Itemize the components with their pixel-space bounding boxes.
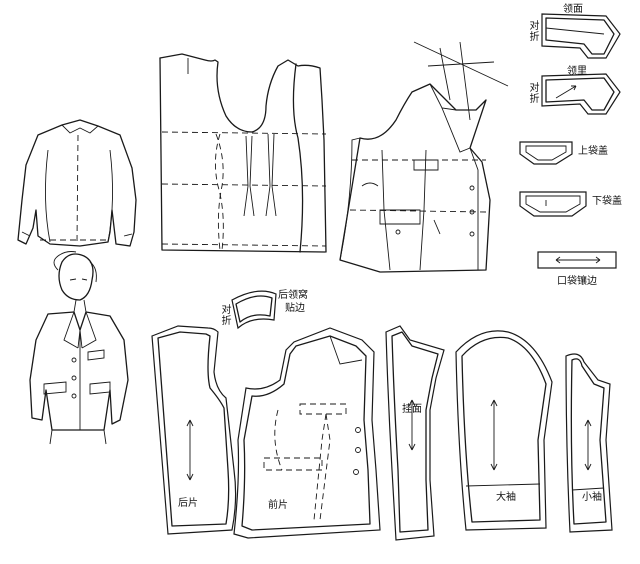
back-neck-facing-piece (231, 290, 277, 330)
lower-flap-label: 下袋盖 (592, 196, 622, 207)
facing-label: 挂面 (402, 404, 422, 415)
big-sleeve-piece (455, 330, 553, 531)
back-piece (151, 325, 237, 535)
facing-piece (385, 325, 445, 541)
upper-flap-piece (519, 141, 573, 165)
front-piece (233, 327, 381, 539)
small-sleeve-label: 小袖 (582, 492, 602, 503)
collar-lining-piece (541, 73, 621, 115)
collar-lining-label: 领里 (567, 66, 587, 77)
collar-face-fold-label: 对折 (527, 20, 538, 42)
back-neck-fold-label: 对折 (219, 304, 230, 326)
lower-flap-piece (519, 191, 587, 217)
pocket-binding-label: 口袋镶边 (557, 276, 597, 287)
back-neck-facing-label-2: 贴边 (285, 303, 305, 314)
collar-lining-fold-label: 对折 (527, 82, 538, 104)
jacket-back-sketch (17, 119, 137, 247)
collar-face-label: 领面 (563, 4, 583, 15)
front-piece-label: 前片 (268, 500, 288, 511)
back-neck-facing-label-1: 后领窝 (278, 290, 308, 301)
upper-flap-label: 上袋盖 (578, 146, 608, 157)
back-block-draft (159, 53, 327, 253)
collar-face-piece (541, 13, 621, 59)
back-piece-label: 后片 (178, 498, 198, 509)
pocket-binding-piece (537, 251, 617, 269)
big-sleeve-label: 大袖 (496, 492, 516, 503)
front-block-draft (339, 41, 509, 273)
woman-figure-sketch (29, 251, 129, 445)
small-sleeve-piece (565, 353, 613, 533)
